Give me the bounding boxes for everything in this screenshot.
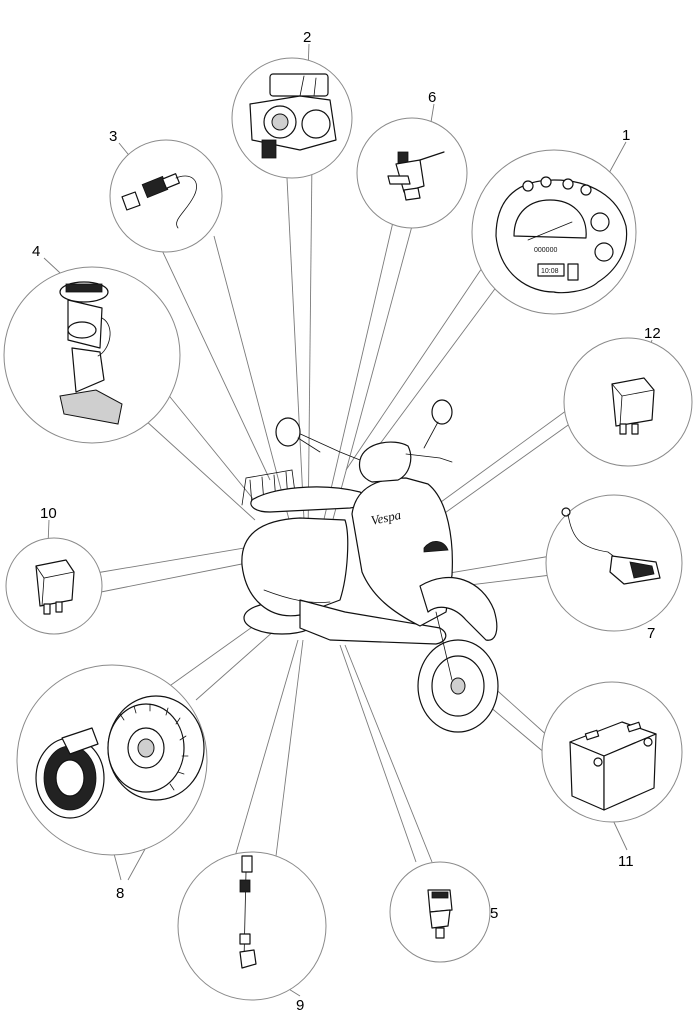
- callout-circle-8: [16, 664, 208, 856]
- relay-icon: [35, 559, 75, 615]
- callout-circle-4: [3, 266, 181, 444]
- callout-labels: 2 3 6 1 4 12 10 7 8 11 5 9: [32, 29, 661, 1014]
- sensor-connector-icon: [121, 173, 197, 229]
- callout-circle-1: 10:08 000000: [471, 149, 637, 315]
- odometer-readout: 000000: [534, 247, 557, 254]
- callout-circle-11: [541, 681, 683, 823]
- callout-number-2: 2: [303, 29, 311, 46]
- callout-circle-7: [545, 494, 683, 632]
- callout-number-5: 5: [490, 905, 498, 922]
- callout-number-10: 10: [40, 505, 57, 522]
- callout-number-12: 12: [644, 325, 661, 342]
- lambda-probe-icon: [239, 855, 257, 969]
- throttle-body-icon: [249, 73, 337, 159]
- flywheel-stator-icon: [35, 695, 205, 819]
- callout-number-11: 11: [618, 853, 634, 870]
- leader-lines: [43, 43, 653, 997]
- callout-circle-9: [177, 851, 327, 1001]
- fuel-pump-icon: [59, 281, 123, 425]
- scooter-icon: Vespa: [241, 399, 499, 733]
- callout-number-3: 3: [109, 128, 117, 145]
- callout-number-9: 9: [296, 997, 304, 1014]
- temperature-sensor-icon: [427, 889, 453, 939]
- speed-sensor-icon: [561, 507, 661, 585]
- callout-number-4: 4: [32, 243, 40, 260]
- callout-number-7: 7: [647, 625, 655, 642]
- callout-number-1: 1: [622, 127, 630, 144]
- injector-icon: [387, 151, 445, 201]
- instrument-cluster-icon: 10:08 000000: [495, 176, 628, 294]
- callout-circle-12: [563, 337, 693, 467]
- callout-circle-6: [356, 117, 468, 229]
- brand-script: Vespa: [370, 507, 403, 528]
- callout-circle-5: [389, 861, 491, 963]
- clock-readout: 10:08: [541, 268, 559, 275]
- callout-number-8: 8: [116, 885, 124, 902]
- callout-number-6: 6: [428, 89, 436, 106]
- callout-circle-2: [231, 57, 353, 179]
- battery-icon: [569, 721, 657, 811]
- callout-circle-3: [109, 139, 223, 253]
- callout-circle-10: [5, 537, 103, 635]
- relay-icon: [611, 377, 655, 435]
